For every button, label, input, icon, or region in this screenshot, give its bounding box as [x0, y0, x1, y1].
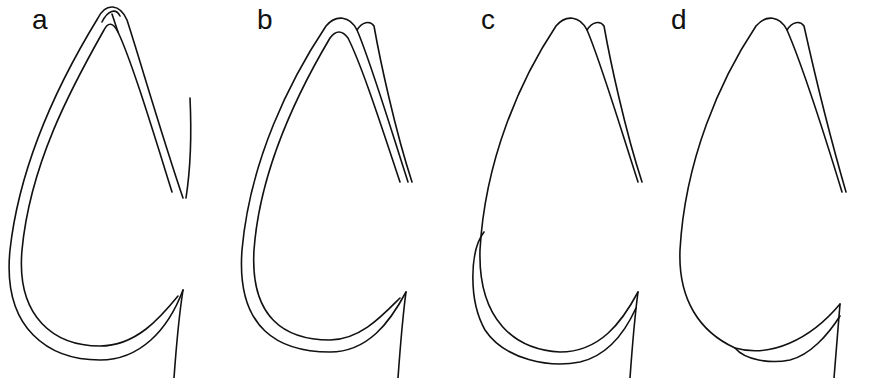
- shell-outline: [473, 18, 642, 378]
- shell-outline: [9, 7, 191, 378]
- panel-letter: a: [32, 6, 48, 34]
- shell-outline: [680, 18, 846, 378]
- panel-letter: d: [671, 6, 687, 34]
- panel-letter: c: [481, 6, 495, 34]
- shell-outline: [241, 18, 412, 378]
- panel-letter: b: [257, 6, 273, 34]
